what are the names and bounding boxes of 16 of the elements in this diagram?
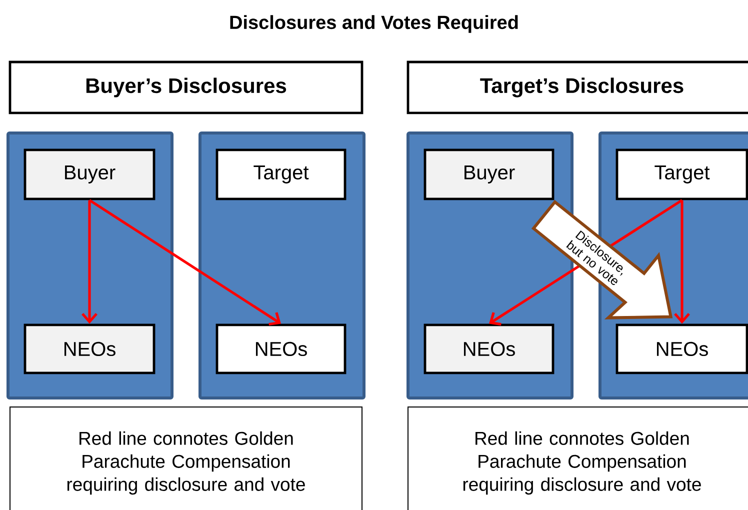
entity-box: NEOs bbox=[616, 324, 748, 374]
entity-box: Target bbox=[216, 148, 346, 200]
heading-box: Target’s Disclosures bbox=[406, 60, 748, 114]
entity-box: Buyer bbox=[24, 148, 156, 200]
entity-box: NEOs bbox=[216, 324, 346, 374]
arrow bbox=[82, 200, 98, 324]
entity-box: Target bbox=[616, 148, 748, 200]
arrow bbox=[674, 200, 690, 324]
arrow bbox=[88, 199, 281, 326]
heading-box: Buyer’s Disclosures bbox=[8, 60, 364, 114]
note-box: Red line connotes Golden Parachute Compensation requiring disclosure and vote bbox=[10, 406, 362, 510]
entity-box: NEOs bbox=[424, 324, 554, 374]
note-box: Red line connotes Golden Parachute Compensation requiring disclosure and vote bbox=[408, 406, 748, 510]
entity-box: Buyer bbox=[424, 148, 554, 200]
entity-box: NEOs bbox=[24, 324, 156, 374]
title: Disclosures and Votes Required bbox=[230, 15, 518, 33]
